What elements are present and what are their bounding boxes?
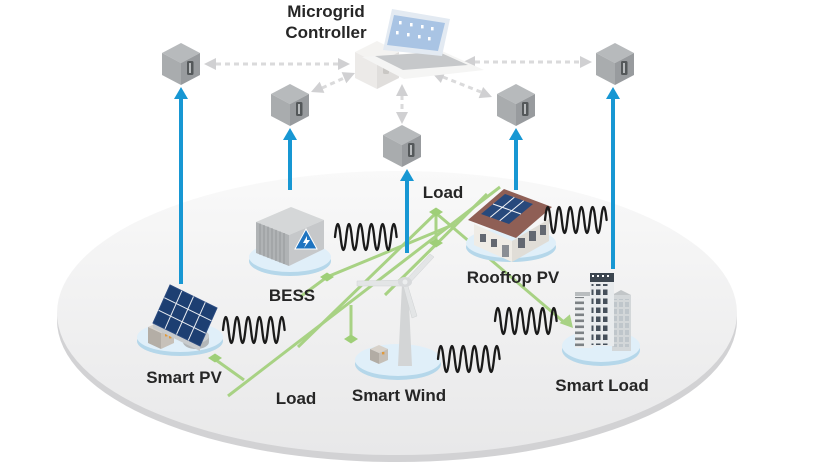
meter-cube-icon — [596, 43, 634, 85]
bess-arrow — [283, 128, 297, 190]
dashed-links — [216, 60, 580, 113]
green-arrowhead-icon — [559, 314, 573, 328]
controller-label: Microgrid Controller — [285, 1, 366, 43]
blue-arrows — [174, 87, 620, 284]
load-top-label: Load — [422, 183, 464, 202]
wind-platform — [355, 344, 441, 380]
power-network-nodes — [208, 207, 573, 363]
link-down-right — [442, 75, 482, 94]
meter-cube-icon — [162, 43, 200, 85]
power-network-lines — [215, 185, 566, 398]
smart-pv-arrow — [174, 87, 188, 284]
rooftop-pv-label: Rooftop PV — [466, 268, 560, 287]
meter-cube-icon — [383, 125, 421, 167]
controller-label-line2: Controller — [285, 23, 367, 42]
load-bottom-label: Load — [275, 389, 317, 408]
wind-arrow — [400, 169, 414, 253]
solar-panel-icon — [148, 284, 218, 351]
rooftop-arrow — [509, 128, 523, 190]
wind-turbine-icon — [356, 253, 435, 366]
smart-load-label: Smart Load — [555, 376, 649, 395]
house-rooftop-pv-icon — [468, 189, 552, 262]
bess-label: BESS — [268, 286, 316, 305]
meter-cube-icon — [271, 84, 309, 126]
laptop-icon — [362, 9, 484, 79]
city-buildings-icon — [575, 273, 631, 351]
battery-container-icon — [256, 207, 324, 266]
smart-pv-label: Smart PV — [146, 368, 222, 387]
meter-cube-icon — [497, 84, 535, 126]
link-down-left — [321, 76, 345, 90]
smart-wind-label: Smart Wind — [351, 386, 447, 405]
controller-label-line1: Microgrid — [287, 2, 365, 21]
microgrid-boundary-ellipse — [57, 171, 737, 462]
smart-load-arrow — [606, 87, 620, 269]
